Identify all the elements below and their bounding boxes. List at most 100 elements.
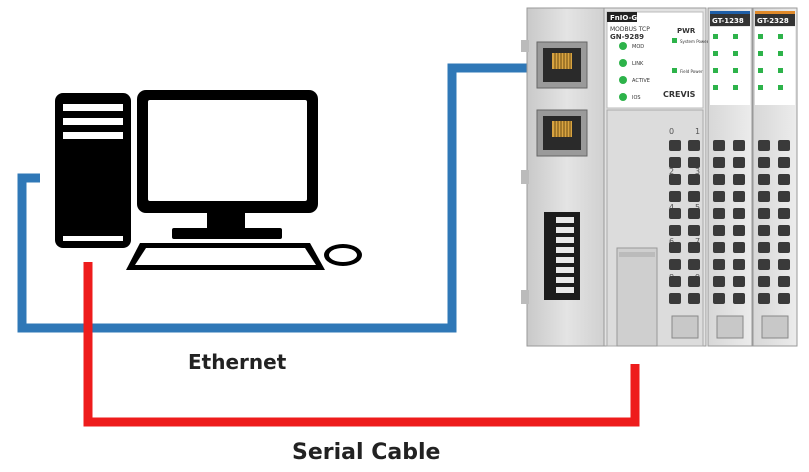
head-module-model: GN-9289 <box>610 33 644 41</box>
io-status-led <box>713 85 718 90</box>
terminal-hole <box>733 191 745 202</box>
terminal-hole <box>688 242 700 253</box>
dip-switch[interactable] <box>544 212 580 300</box>
terminal-hole <box>778 225 790 236</box>
terminal-hole <box>778 157 790 168</box>
led-link-label: LINK <box>632 61 644 67</box>
led-active <box>619 76 627 84</box>
terminal-hole <box>688 259 700 270</box>
ethernet-port-2[interactable] <box>536 109 588 157</box>
terminal-num-left-1: 2 <box>669 167 674 176</box>
terminal-hole <box>669 208 681 219</box>
io-status-led <box>778 68 783 73</box>
io-module-1-name: GT-1238 <box>712 17 744 25</box>
terminal-hole <box>758 259 770 270</box>
terminal-hole <box>688 174 700 185</box>
terminal-hole <box>758 208 770 219</box>
terminal-hole <box>778 191 790 202</box>
terminal-hole <box>758 157 770 168</box>
io-status-led <box>758 51 763 56</box>
terminal-hole <box>713 259 725 270</box>
led-active-label: ACTIVE <box>632 78 650 84</box>
terminal-hole <box>688 157 700 168</box>
terminal-hole <box>733 208 745 219</box>
terminal-hole <box>778 208 790 219</box>
terminal-hole <box>688 293 700 304</box>
terminal-hole <box>669 157 681 168</box>
terminal-hole <box>713 174 725 185</box>
terminal-hole <box>733 276 745 287</box>
io-status-led <box>778 34 783 39</box>
plc-device-icon: FnIO-G MODBUS TCP GN-9289 PWR System Pow… <box>521 7 798 347</box>
terminal-hole <box>733 259 745 270</box>
io-status-led <box>778 85 783 90</box>
terminal-num-right-0: 1 <box>695 127 700 136</box>
terminal-hole <box>713 225 725 236</box>
io-module-2-name: GT-2328 <box>757 17 789 25</box>
head-module-title: FnIO-G <box>610 14 637 22</box>
terminal-hole <box>758 174 770 185</box>
led-ios-label: IOS <box>632 95 641 101</box>
terminal-hole <box>669 174 681 185</box>
monitor-icon <box>137 90 318 239</box>
io-status-led <box>733 51 738 56</box>
terminal-num-right-3: 7 <box>695 237 700 246</box>
io-status-led <box>713 34 718 39</box>
terminal-hole <box>669 293 681 304</box>
led-mod-label: MOD <box>632 44 644 50</box>
io-status-led <box>758 68 763 73</box>
system-power-label: System Power <box>680 39 709 44</box>
terminal-num-left-3: 6 <box>669 237 674 246</box>
terminal-hole <box>713 140 725 151</box>
field-power-label: Field Power <box>680 69 703 74</box>
terminal-hole <box>758 225 770 236</box>
io-status-led <box>733 68 738 73</box>
io-status-led <box>733 34 738 39</box>
terminal-hole <box>733 242 745 253</box>
io-status-led <box>713 51 718 56</box>
terminal-hole <box>758 140 770 151</box>
led-mod <box>619 42 627 50</box>
serial-cable <box>83 262 640 427</box>
io-status-led <box>778 51 783 56</box>
terminal-num-left-2: 4 <box>669 203 674 212</box>
terminal-hole <box>688 208 700 219</box>
terminal-hole <box>669 140 681 151</box>
ethernet-port-1[interactable] <box>536 41 588 89</box>
terminal-hole <box>733 225 745 236</box>
terminal-hole <box>758 293 770 304</box>
terminal-hole <box>713 276 725 287</box>
io-status-led <box>758 34 763 39</box>
brand-logo: CREVIS <box>663 90 696 99</box>
io-module-2: GT-2328 <box>752 7 798 347</box>
terminal-hole <box>733 157 745 168</box>
terminal-hole <box>733 293 745 304</box>
terminal-num-right-1: 3 <box>695 167 700 176</box>
terminal-hole <box>778 259 790 270</box>
terminal-hole <box>758 191 770 202</box>
terminal-hole <box>669 225 681 236</box>
terminal-hole <box>713 208 725 219</box>
terminal-hole <box>758 242 770 253</box>
terminal-num-right-2: 5 <box>695 203 700 212</box>
terminal-hole <box>713 293 725 304</box>
io-status-led <box>758 85 763 90</box>
terminal-hole <box>733 140 745 151</box>
terminal-hole <box>778 242 790 253</box>
keyboard-icon <box>126 243 325 270</box>
terminal-hole <box>688 276 700 287</box>
terminal-hole <box>778 293 790 304</box>
terminal-hole <box>688 191 700 202</box>
led-link <box>619 59 627 67</box>
terminal-hole <box>688 225 700 236</box>
terminal-hole <box>713 157 725 168</box>
terminal-hole <box>669 259 681 270</box>
desktop-computer-icon <box>55 93 131 248</box>
head-module-protocol: MODBUS TCP <box>610 26 650 33</box>
terminal-hole <box>713 242 725 253</box>
terminal-hole <box>713 191 725 202</box>
io-status-leds <box>713 34 783 90</box>
terminal-hole <box>688 140 700 151</box>
terminal-num-left-0: 0 <box>669 127 674 136</box>
